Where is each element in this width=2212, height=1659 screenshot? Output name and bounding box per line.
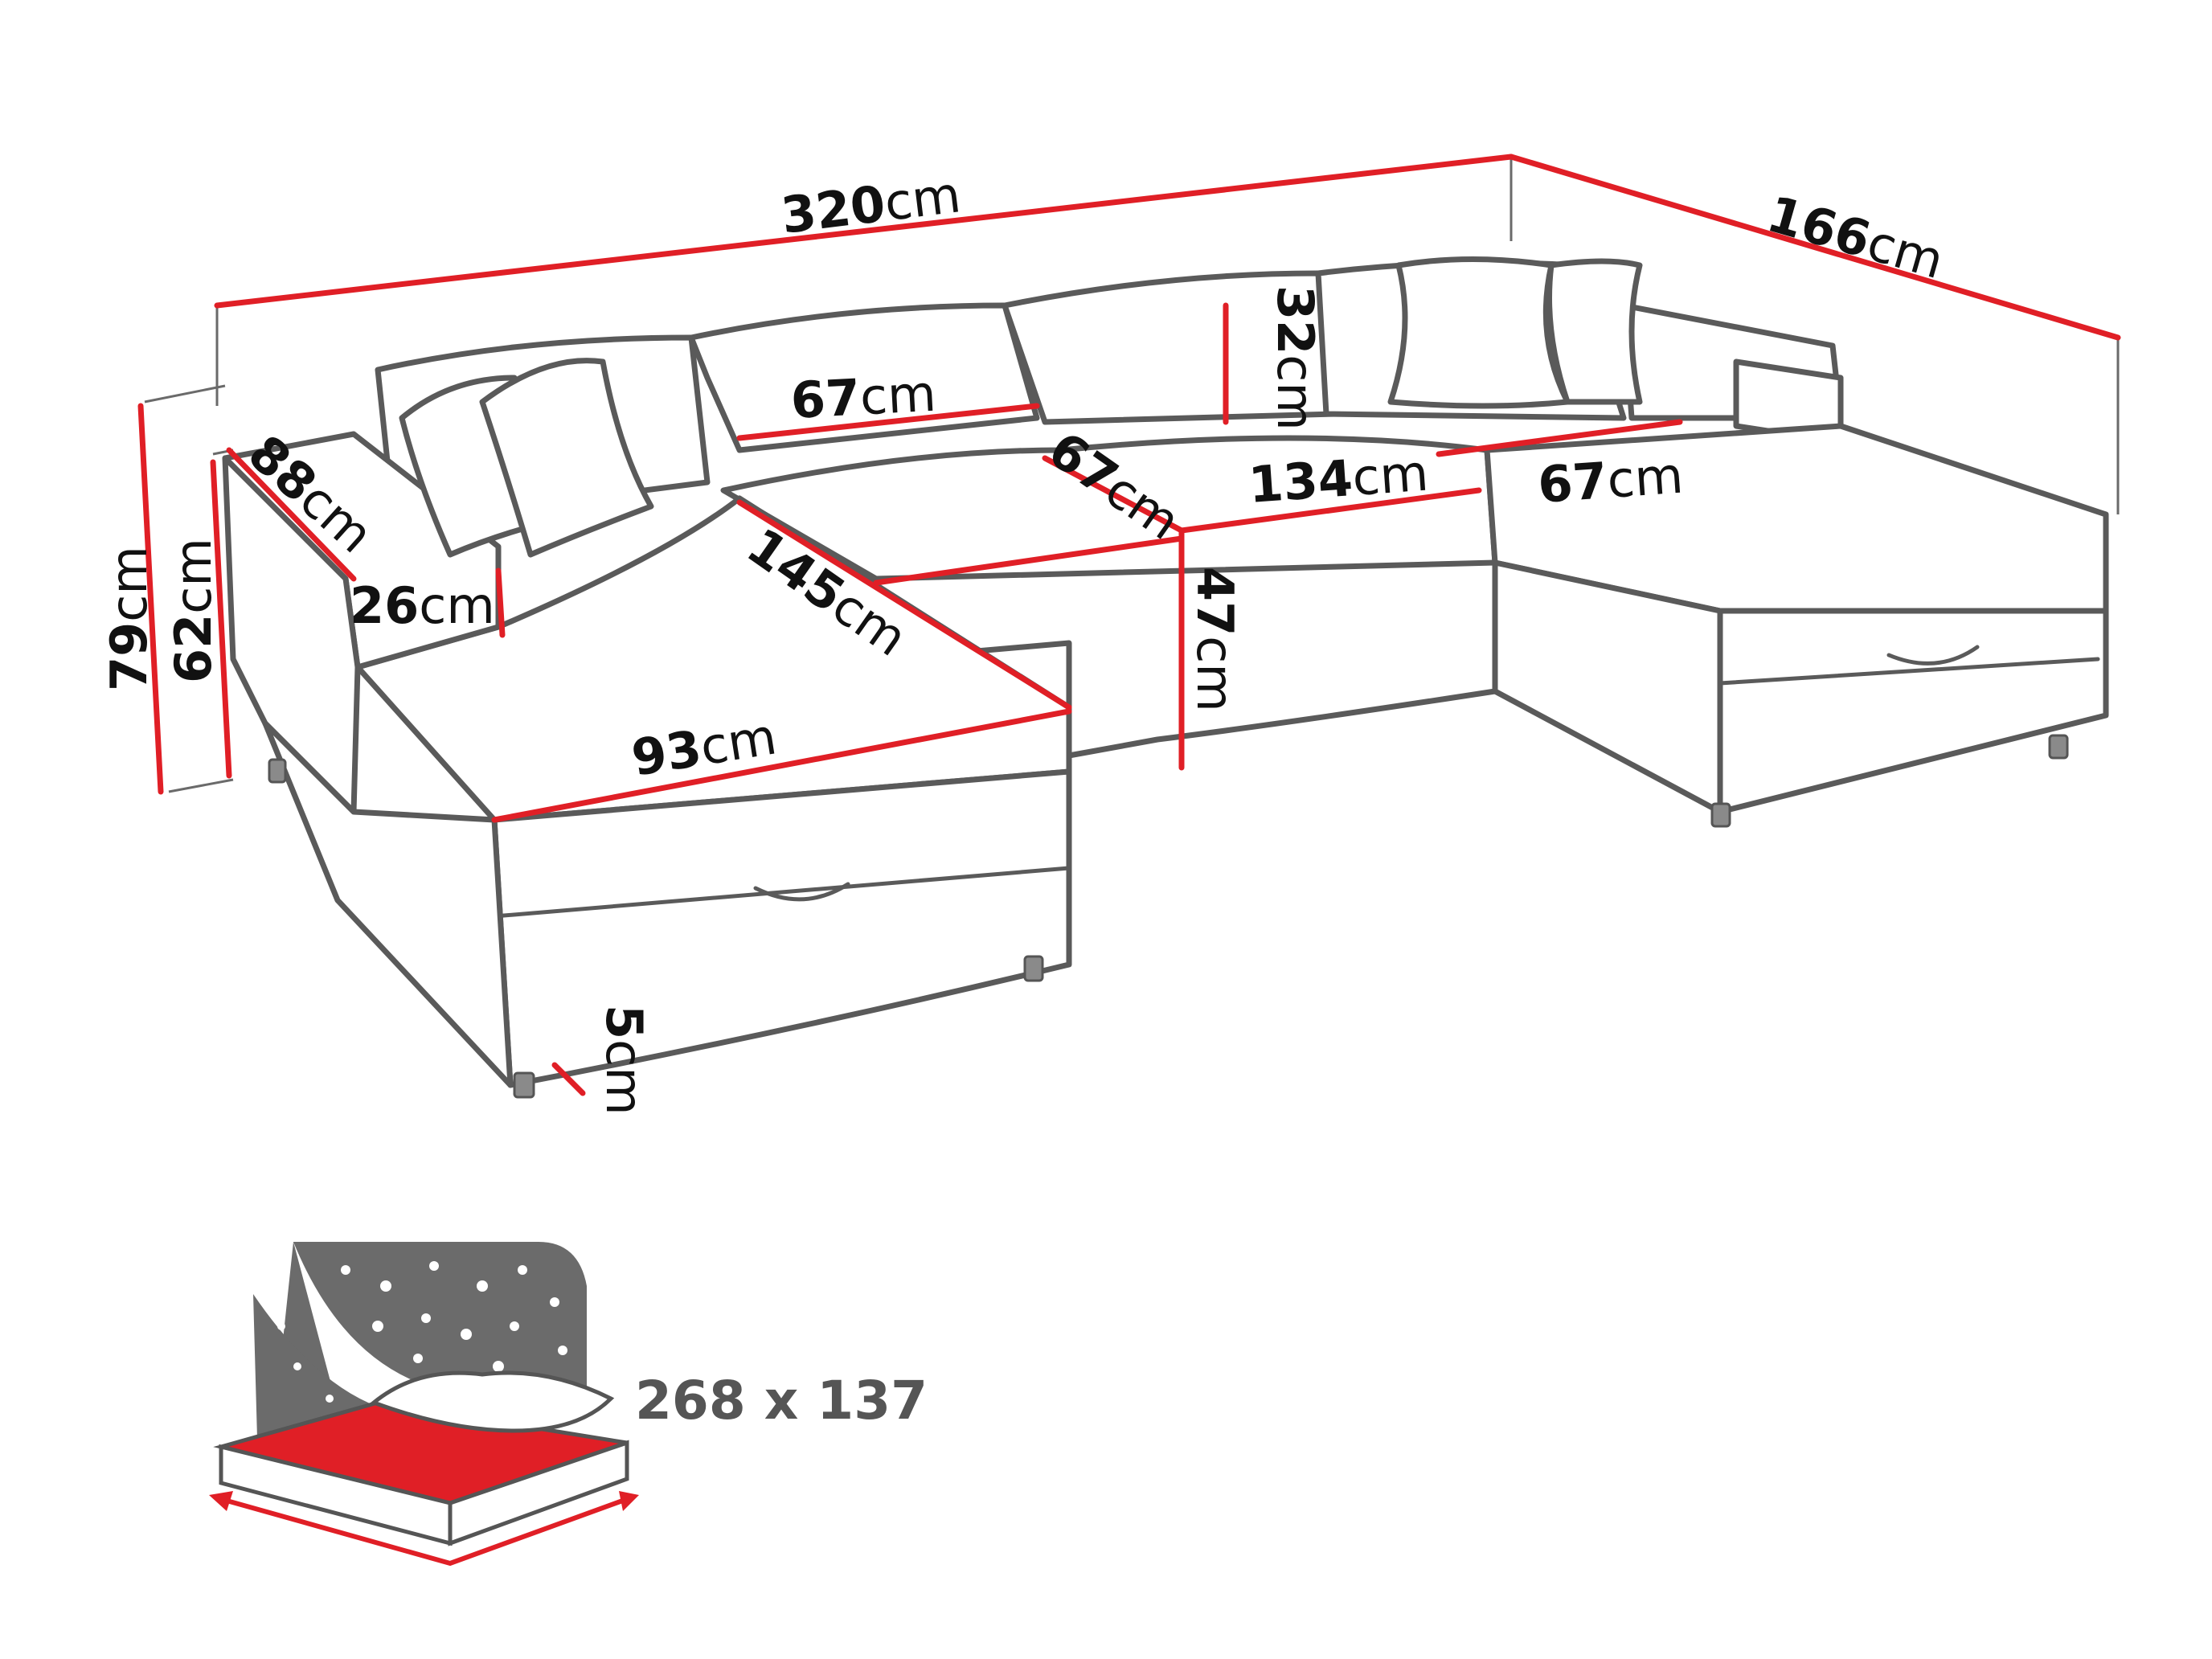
measure-lines <box>137 154 2121 1096</box>
label-chaise-width: 93cm <box>628 707 780 787</box>
line-93 <box>491 708 1072 823</box>
label-overall-width: 320cm <box>778 165 964 245</box>
line-67-seat <box>1042 455 1185 534</box>
label-total-height: 79cm <box>100 546 158 691</box>
label-arm-width: 26cm <box>350 576 495 635</box>
line-62 <box>210 459 232 779</box>
sleeping-bed-icon <box>209 1242 639 1567</box>
label-center-width: 134cm <box>1247 444 1430 514</box>
label-back-depth: 67cm <box>789 364 937 430</box>
line-79 <box>137 403 164 795</box>
line-47b <box>873 535 1185 586</box>
dimension-guides <box>144 157 2120 793</box>
line-67-back <box>736 403 1040 441</box>
label-right-seat: 67cm <box>1536 446 1685 514</box>
line-5 <box>551 1062 586 1096</box>
line-26 <box>495 567 506 638</box>
label-right-depth: 166cm <box>1761 184 1950 290</box>
line-134 <box>1178 487 1482 534</box>
line-166 <box>1508 154 2121 341</box>
label-leg-height: 5cm <box>595 1005 653 1116</box>
sofa-illustration <box>222 256 2109 1099</box>
label-back-height: 32cm <box>1266 285 1325 431</box>
sleeping-area-label: 268 x 137 <box>635 1370 928 1432</box>
line-67-right <box>1436 419 1683 457</box>
line-145 <box>736 499 1072 711</box>
line-88 <box>226 447 357 582</box>
line-320 <box>214 154 1514 309</box>
label-seat-height: 47cm <box>1186 567 1244 712</box>
label-arm-height: 62cm <box>164 538 223 683</box>
